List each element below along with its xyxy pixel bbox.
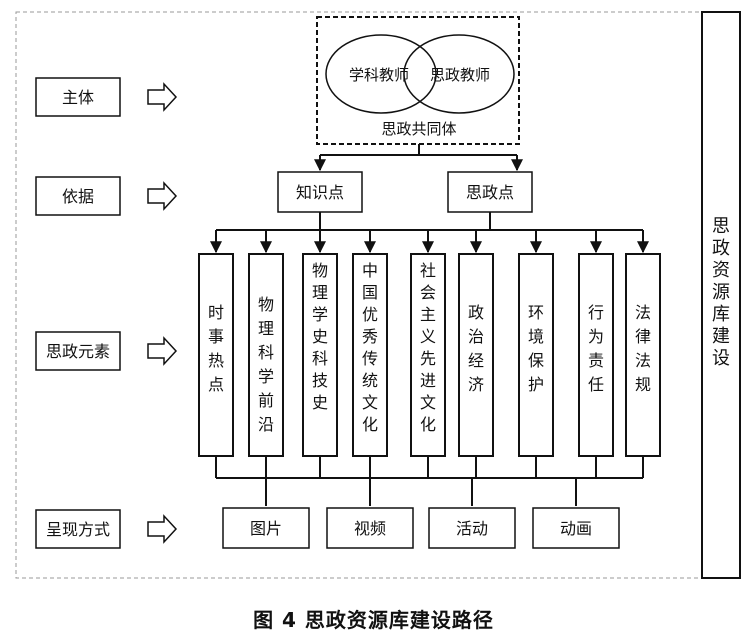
knowledge-point-box xyxy=(277,171,363,213)
hollow-arrow-icon xyxy=(147,514,178,544)
element-box xyxy=(458,253,494,457)
community-label: 思政共同体 xyxy=(381,120,456,138)
row-label-subject: 主体 xyxy=(62,88,94,107)
community-box xyxy=(316,16,520,145)
outer-frame xyxy=(15,11,705,579)
subject-teacher-circle xyxy=(325,34,437,114)
element-box xyxy=(198,253,234,457)
form-box xyxy=(532,507,620,549)
figure-caption: 图 4 思政资源库建设路径 xyxy=(253,608,494,632)
row-label-basis: 依据 xyxy=(62,187,94,206)
element-box xyxy=(352,253,388,457)
label-box-basis xyxy=(35,176,121,216)
form-box xyxy=(428,507,516,549)
ideology-point-label: 思政点 xyxy=(466,183,514,202)
form-label: 视频 xyxy=(354,519,386,538)
element-label: 社会主义先进文化 xyxy=(420,261,436,434)
element-label: 物理科学前沿 xyxy=(258,295,274,434)
side-label: 思政资源库建设 xyxy=(712,216,730,369)
label-box-subject xyxy=(35,77,121,117)
element-box xyxy=(248,253,284,457)
form-label: 图片 xyxy=(250,519,282,538)
ideology-point-box xyxy=(447,171,533,213)
subject-teacher-label: 学科教师 xyxy=(349,66,409,84)
element-label: 环境保护 xyxy=(528,303,544,394)
row-label-forms: 呈现方式 xyxy=(46,520,110,539)
ideology-teacher-circle xyxy=(403,34,515,114)
hollow-arrow-icon xyxy=(147,181,178,211)
element-box xyxy=(518,253,554,457)
element-label: 行为责任 xyxy=(588,303,604,394)
element-label: 时事热点 xyxy=(208,303,224,394)
element-label: 法律法规 xyxy=(635,303,651,394)
side-bar xyxy=(701,11,741,579)
hollow-arrow-icon xyxy=(147,336,178,366)
form-label: 活动 xyxy=(456,519,488,538)
form-box xyxy=(222,507,310,549)
row-label-elements: 思政元素 xyxy=(46,342,110,361)
ideology-teacher-label: 思政教师 xyxy=(430,66,490,84)
label-box-forms xyxy=(35,509,121,549)
hollow-arrow-icon xyxy=(147,82,178,112)
label-box-elements xyxy=(35,331,121,371)
form-label: 动画 xyxy=(560,519,592,538)
knowledge-point-label: 知识点 xyxy=(296,183,344,202)
form-box xyxy=(326,507,414,549)
element-label: 中国优秀传统文化 xyxy=(362,261,378,434)
element-label: 政治经济 xyxy=(468,303,484,394)
element-box xyxy=(625,253,661,457)
element-label: 物理学史科技史 xyxy=(312,261,328,412)
element-box xyxy=(302,253,338,457)
